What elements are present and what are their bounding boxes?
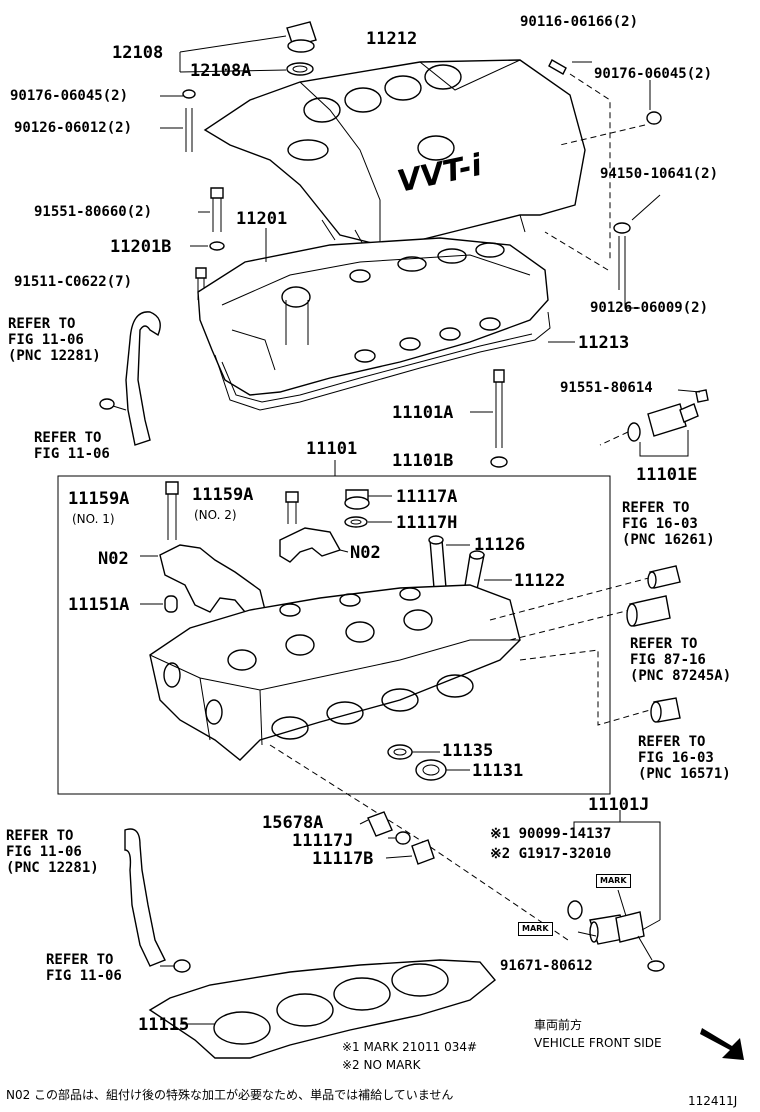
label-91551-80660: 91551-80660(2) <box>34 204 153 220</box>
label-N02-right: N02 <box>350 543 381 563</box>
label-91671-80612: 91671-80612 <box>500 958 593 974</box>
label-11117H: 11117H <box>396 513 458 533</box>
label-91511-C0622: 91511-C0622(7) <box>14 274 133 290</box>
label-90126-06009: 90126-06009(2) <box>590 300 709 316</box>
label-11131: 11131 <box>472 761 524 781</box>
cylinder-head-group-box <box>57 475 611 795</box>
label-11115: 11115 <box>138 1015 190 1035</box>
note-mark-2: ※2 NO MARK <box>342 1058 421 1072</box>
label-15678A: 15678A <box>262 813 324 833</box>
figure-id: 112411J <box>688 1094 738 1108</box>
label-12108A: 12108A <box>190 61 252 81</box>
oil-filler-cap <box>286 21 317 76</box>
label-94150-10641: 94150-10641(2) <box>600 166 719 182</box>
label-11117B: 11117B <box>312 849 374 869</box>
label-11101: 11101 <box>306 439 358 459</box>
label-12108: 12108 <box>112 43 164 63</box>
footnote-n02: N02 この部品は、組付け後の特殊な加工が必要なため、単品では補給していません <box>6 1088 454 1102</box>
label-11101E: 11101E <box>636 465 698 485</box>
label-11101J: 11101J <box>588 795 650 815</box>
vehicle-front-jp: 車両前方 <box>534 1018 583 1032</box>
label-90126-06012: 90126-06012(2) <box>14 120 133 136</box>
label-11101B: 11101B <box>392 451 454 471</box>
label-11159A-no2-sub: (NO. 2) <box>194 508 237 522</box>
label-90176-06045-right: 90176-06045(2) <box>594 66 713 82</box>
label-90099-14137: ※1 90099-14137 <box>490 826 612 842</box>
label-11213: 11213 <box>578 333 630 353</box>
label-11151A: 11151A <box>68 595 130 615</box>
label-11201: 11201 <box>236 209 288 229</box>
label-11122: 11122 <box>514 571 566 591</box>
label-G1917-32010: ※2 G1917-32010 <box>490 846 612 862</box>
vehicle-front-en: VEHICLE FRONT SIDE <box>534 1036 662 1050</box>
label-91551-80614: 91551-80614 <box>560 380 653 396</box>
label-11101A: 11101A <box>392 403 454 423</box>
label-11135: 11135 <box>442 741 494 761</box>
label-11126: 11126 <box>474 535 526 555</box>
label-11212: 11212 <box>366 29 418 49</box>
cylinder-head <box>149 584 521 761</box>
note-mark-1: ※1 MARK 21011 034# <box>342 1040 478 1054</box>
label-N02-left: N02 <box>98 549 129 569</box>
label-90176-06045-left: 90176-06045(2) <box>10 88 129 104</box>
label-90116-06166: 90116-06166(2) <box>520 14 639 30</box>
head-gasket <box>148 959 496 1059</box>
label-11117A: 11117A <box>396 487 458 507</box>
label-11159A-no2: 11159A <box>192 485 254 505</box>
front-direction-arrow-icon <box>700 1028 744 1060</box>
mark-tag-lower: MARK <box>518 922 553 936</box>
label-11159A-no1: 11159A <box>68 489 130 509</box>
label-11201B: 11201B <box>110 237 172 257</box>
label-11117J: 11117J <box>292 831 354 851</box>
valve-cover <box>197 237 549 396</box>
label-11159A-no1-sub: (NO. 1) <box>72 512 115 526</box>
head-cover: VVT-i <box>203 59 586 249</box>
mark-tag-upper: MARK <box>596 874 631 888</box>
